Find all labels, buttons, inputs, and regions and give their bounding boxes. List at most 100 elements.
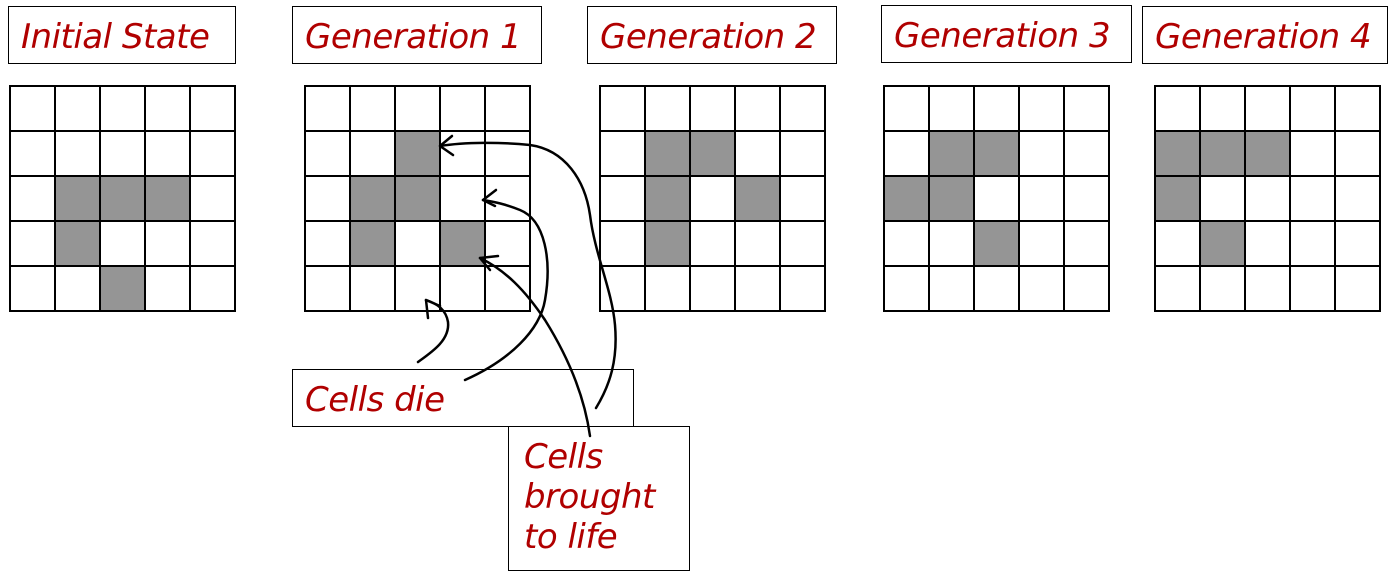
dead-cell <box>485 266 530 311</box>
grid-generation-4 <box>1154 85 1381 312</box>
dead-cell <box>350 86 395 131</box>
dead-cell <box>10 221 55 266</box>
dead-cell <box>1290 86 1335 131</box>
dead-cell <box>10 86 55 131</box>
dead-cell <box>1200 266 1245 311</box>
alive-cell <box>1200 131 1245 176</box>
alive-cell <box>1155 176 1200 221</box>
dead-cell <box>1064 86 1109 131</box>
dead-cell <box>100 86 145 131</box>
title-generation-2: Generation 2 <box>600 17 817 57</box>
dead-cell <box>974 86 1019 131</box>
dead-cell <box>690 86 735 131</box>
title-box-initial-state: Initial State <box>8 6 236 64</box>
dead-cell <box>10 131 55 176</box>
alive-cell <box>1155 131 1200 176</box>
title-box-generation-4: Generation 4 <box>1142 6 1388 64</box>
alive-cell <box>974 221 1019 266</box>
alive-cell <box>55 176 100 221</box>
dead-cell <box>145 131 190 176</box>
dead-cell <box>1290 266 1335 311</box>
dead-cell <box>974 266 1019 311</box>
alive-cell <box>350 221 395 266</box>
dead-cell <box>1019 266 1064 311</box>
dead-cell <box>350 266 395 311</box>
cells-brought-to-life-box: Cells brought to life <box>508 426 690 571</box>
arrow-die-1 <box>416 298 450 364</box>
alive-cell <box>350 176 395 221</box>
alive-cell <box>100 266 145 311</box>
arrowhead-life-2 <box>438 134 455 157</box>
dead-cell <box>1290 131 1335 176</box>
dead-cell <box>1155 266 1200 311</box>
dead-cell <box>645 86 690 131</box>
dead-cell <box>600 131 645 176</box>
dead-cell <box>884 221 929 266</box>
dead-cell <box>780 176 825 221</box>
dead-cell <box>145 86 190 131</box>
dead-cell <box>190 131 235 176</box>
dead-cell <box>884 86 929 131</box>
dead-cell <box>305 131 350 176</box>
dead-cell <box>190 266 235 311</box>
dead-cell <box>735 266 780 311</box>
dead-cell <box>1335 131 1380 176</box>
dead-cell <box>780 221 825 266</box>
grid-generation-3 <box>883 85 1110 312</box>
title-initial-state: Initial State <box>21 17 210 57</box>
alive-cell <box>100 176 145 221</box>
dead-cell <box>1335 176 1380 221</box>
dead-cell <box>780 266 825 311</box>
dead-cell <box>884 266 929 311</box>
dead-cell <box>1019 221 1064 266</box>
dead-cell <box>190 86 235 131</box>
dead-cell <box>55 266 100 311</box>
dead-cell <box>55 86 100 131</box>
dead-cell <box>1019 176 1064 221</box>
dead-cell <box>645 266 690 311</box>
dead-cell <box>1019 86 1064 131</box>
title-generation-1: Generation 1 <box>305 17 522 57</box>
alive-cell <box>645 221 690 266</box>
dead-cell <box>600 176 645 221</box>
arrowhead-die-2 <box>481 188 498 208</box>
dead-cell <box>1245 86 1290 131</box>
dead-cell <box>1064 221 1109 266</box>
alive-cell <box>395 131 440 176</box>
dead-cell <box>55 131 100 176</box>
dead-cell <box>1335 266 1380 311</box>
dead-cell <box>190 176 235 221</box>
alive-cell <box>395 176 440 221</box>
title-box-generation-1: Generation 1 <box>292 6 542 64</box>
title-generation-4: Generation 4 <box>1155 17 1372 57</box>
dead-cell <box>305 266 350 311</box>
dead-cell <box>485 176 530 221</box>
dead-cell <box>485 221 530 266</box>
arrowhead-die-1 <box>424 298 442 320</box>
dead-cell <box>780 131 825 176</box>
dead-cell <box>1200 86 1245 131</box>
alive-cell <box>735 176 780 221</box>
dead-cell <box>10 176 55 221</box>
alive-cell <box>1245 131 1290 176</box>
title-box-generation-2: Generation 2 <box>587 6 837 64</box>
dead-cell <box>1245 221 1290 266</box>
dead-cell <box>350 131 395 176</box>
title-box-generation-3: Generation 3 <box>881 5 1132 63</box>
dead-cell <box>1290 176 1335 221</box>
cells-brought-to-life-label: Cells brought to life <box>524 437 655 557</box>
dead-cell <box>395 86 440 131</box>
arrow-life-2 <box>438 141 617 410</box>
alive-cell <box>645 176 690 221</box>
dead-cell <box>974 176 1019 221</box>
dead-cell <box>305 176 350 221</box>
dead-cell <box>305 86 350 131</box>
dead-cell <box>780 86 825 131</box>
dead-cell <box>1200 176 1245 221</box>
dead-cell <box>1019 131 1064 176</box>
dead-cell <box>145 266 190 311</box>
cells-die-label: Cells die <box>305 380 445 420</box>
alive-cell <box>690 131 735 176</box>
arrow-die-2 <box>463 198 549 382</box>
